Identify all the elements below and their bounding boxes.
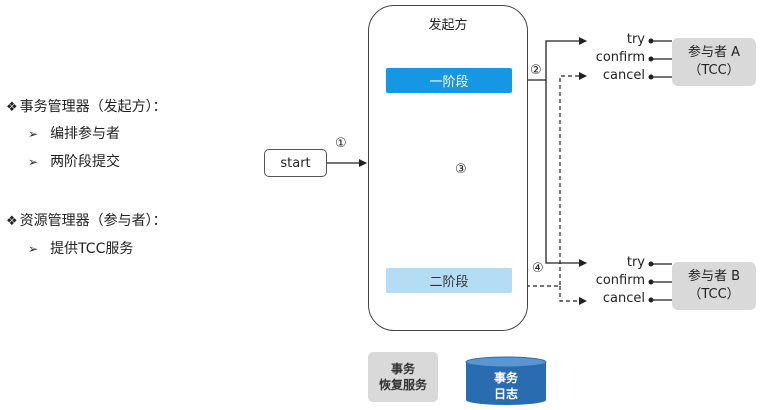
rm-item-tcc: ➢提供TCC服务 xyxy=(28,241,134,257)
participant-a-connectors xyxy=(648,38,672,80)
op-cancel-a: cancel xyxy=(602,68,645,83)
arrow-bullet-icon: ➢ xyxy=(28,155,39,169)
phase2-to-cancel-b-arrow xyxy=(559,286,587,305)
phase2-node: 二阶段 xyxy=(386,268,512,293)
phase1-node: 一阶段 xyxy=(386,68,512,93)
transaction-log-label: 事务 日志 xyxy=(493,371,518,401)
phase2-to-cancel-a-arrow xyxy=(512,72,587,287)
diamond-bullet-icon: ❖ xyxy=(6,214,18,229)
op-confirm-b: confirm xyxy=(595,273,645,288)
step-4-label: ④ xyxy=(532,261,544,276)
participant-a: 参与者 A （TCC） xyxy=(672,38,756,86)
rm-heading: ❖资源管理器（参与者）： xyxy=(6,213,167,229)
diamond-bullet-icon: ❖ xyxy=(6,100,18,115)
step-3-label: ③ xyxy=(455,162,467,177)
tm-item-two-phase: ➢两阶段提交 xyxy=(28,154,121,170)
op-try-b: try xyxy=(626,255,645,270)
participant-b-connectors xyxy=(648,261,672,303)
initiator-title: 发起方 xyxy=(428,18,468,33)
op-try-a: try xyxy=(626,32,645,47)
tm-heading: ❖事务管理器（发起方）： xyxy=(6,99,167,115)
recovery-service: 事务 恢复服务 xyxy=(368,352,438,402)
tm-item-orchestrate: ➢编排参与者 xyxy=(28,126,121,142)
start-node: start xyxy=(264,149,327,177)
arrow-bullet-icon: ➢ xyxy=(28,242,39,256)
arrow-bullet-icon: ➢ xyxy=(28,127,39,141)
phase1-to-try-b-arrow xyxy=(545,80,587,267)
op-cancel-b: cancel xyxy=(602,291,645,306)
phase1-to-try-a-arrow xyxy=(512,37,587,81)
step-2-label: ② xyxy=(530,63,542,78)
transaction-log-cylinder xyxy=(465,356,547,405)
participant-b: 参与者 B （TCC） xyxy=(672,262,756,310)
step-1-label: ① xyxy=(335,136,347,151)
op-confirm-a: confirm xyxy=(595,50,645,65)
